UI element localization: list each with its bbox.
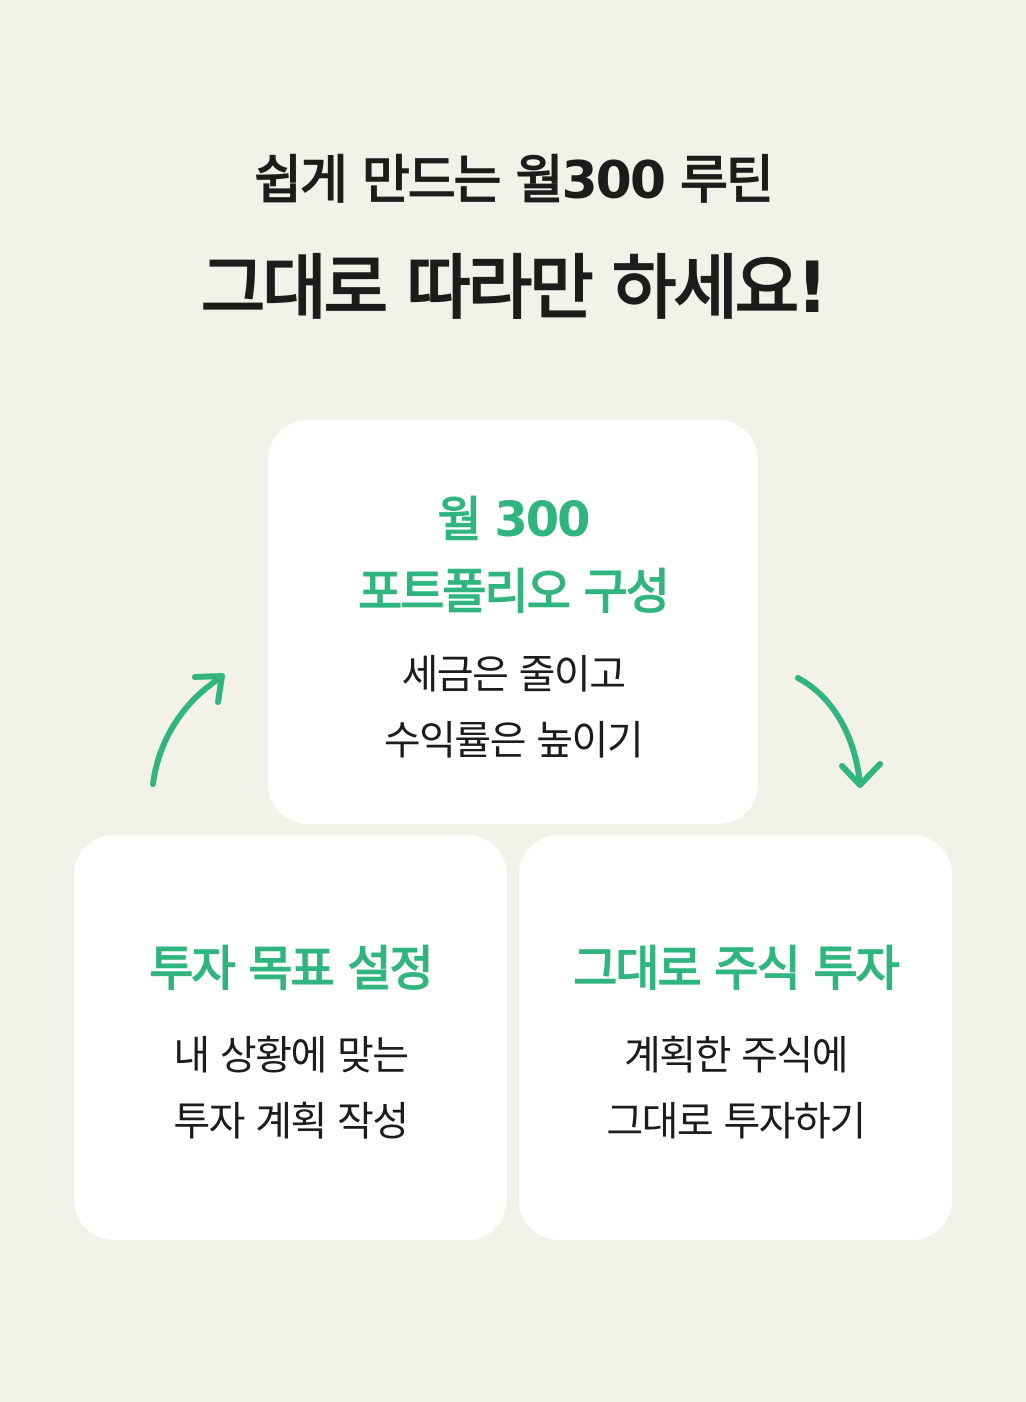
stock-investing-card: 그대로 주식 투자 계획한 주식에 그대로 투자하기: [519, 835, 952, 1240]
page-title: 그대로 따라만 하세요!: [200, 247, 828, 329]
portfolio-card-title-line: 월 300: [437, 492, 590, 548]
goal-setting-card-desc-line: 내 상황에 맞는: [173, 1033, 409, 1079]
goal-setting-card: 투자 목표 설정 내 상황에 맞는 투자 계획 작성: [74, 835, 507, 1240]
stock-investing-card-desc-line: 그대로 투자하기: [606, 1099, 866, 1145]
curved-arrow-down-right-icon: [795, 675, 883, 788]
page-subtitle: 쉽게 만드는 월300 루틴: [254, 151, 774, 211]
stock-investing-card-title: 그대로 주식 투자: [519, 933, 952, 1005]
portfolio-card-desc-line: 세금은 줄이고: [401, 652, 626, 698]
portfolio-card: 월 300 포트폴리오 구성 세금은 줄이고 수익률은 높이기: [268, 420, 758, 824]
goal-setting-card-description: 내 상황에 맞는 투자 계획 작성: [74, 1023, 507, 1155]
portfolio-card-desc-line: 수익률은 높이기: [383, 718, 644, 764]
stock-investing-card-title-line: 그대로 주식 투자: [573, 941, 900, 997]
curved-arrow-up-right-icon: [150, 673, 225, 787]
portfolio-card-title-line: 포트폴리오 구성: [358, 564, 670, 620]
portfolio-card-description: 세금은 줄이고 수익률은 높이기: [268, 642, 758, 774]
goal-setting-card-title-line: 투자 목표 설정: [149, 941, 433, 997]
goal-setting-card-desc-line: 투자 계획 작성: [173, 1099, 409, 1145]
stock-investing-card-desc-line: 계획한 주식에: [623, 1033, 849, 1079]
stock-investing-card-description: 계획한 주식에 그대로 투자하기: [519, 1023, 952, 1155]
portfolio-card-title: 월 300 포트폴리오 구성: [268, 484, 758, 628]
goal-setting-card-title: 투자 목표 설정: [74, 933, 507, 1005]
